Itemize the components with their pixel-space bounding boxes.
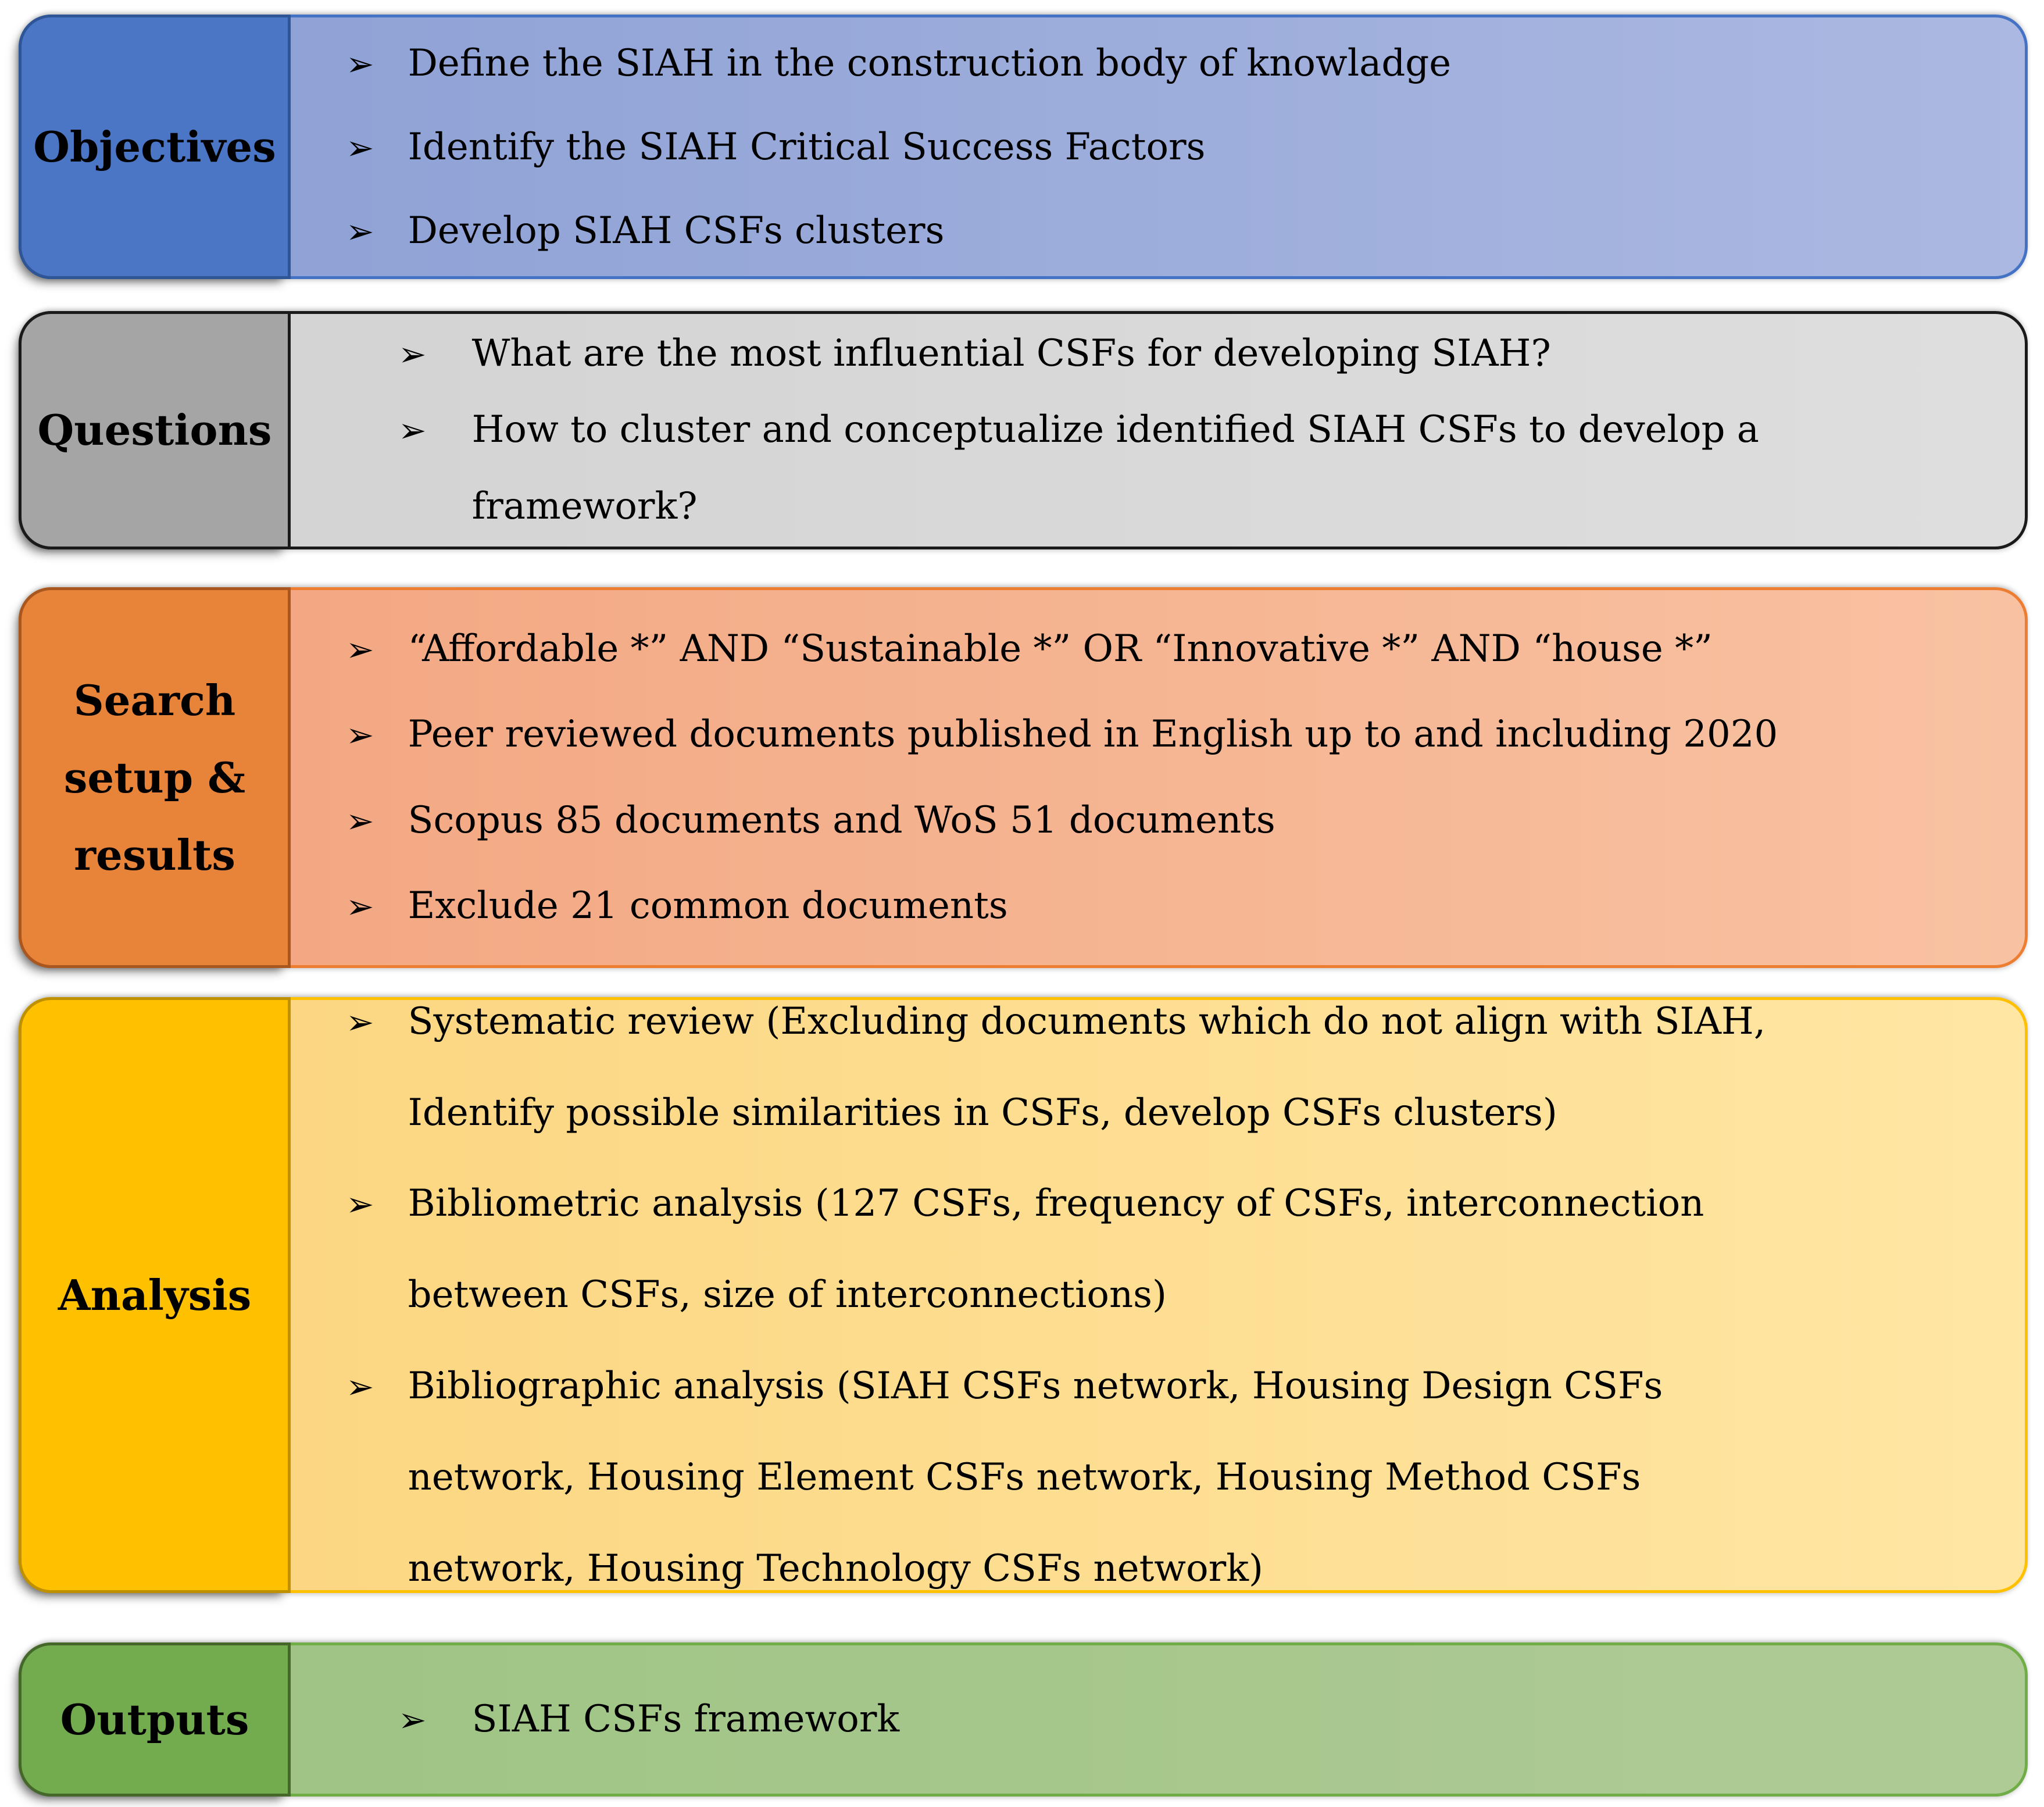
list-item: ➢ Systematic review (Excluding documents…: [346, 976, 2002, 1159]
list-item: ➢ Scopus 85 documents and WoS 51 documen…: [346, 778, 2002, 863]
arrow-bullet-icon: ➢: [346, 211, 374, 251]
list-item-text: What are the most influential CSFs for d…: [471, 332, 1551, 376]
list-item-text: Bibliometric analysis (127 CSFs, frequen…: [408, 1182, 1704, 1317]
list-item: ➢ Identify the SIAH Critical Success Fac…: [346, 105, 2002, 189]
arrow-bullet-icon: ➢: [346, 1366, 374, 1406]
arrow-bullet-icon: ➢: [398, 410, 427, 451]
list-item: ➢ SIAH CSFs framework: [398, 1690, 2002, 1749]
row-analysis: Analysis ➢ Systematic review (Excluding …: [19, 997, 2028, 1593]
list-item-text: Identify the SIAH Critical Success Facto…: [408, 125, 1206, 169]
row-label-text: Search setup & results: [63, 675, 246, 880]
list-item: ➢ What are the most influential CSFs for…: [398, 316, 2002, 392]
row-search-setup-results-label: Search setup & results: [19, 587, 291, 968]
list-item-text: How to cluster and conceptualize identif…: [471, 408, 1759, 528]
row-objectives-label: Objectives: [19, 15, 291, 279]
row-search-setup-results-content: ➢ “Affordable *” AND “Sustainable *” OR …: [291, 590, 2025, 965]
row-objectives-content: ➢ Define the SIAH in the construction bo…: [291, 17, 2025, 276]
list-item: ➢ Exclude 21 common documents: [346, 863, 2002, 949]
list-item: ➢ How to cluster and conceptualize ident…: [398, 392, 2002, 544]
arrow-bullet-icon: ➢: [346, 630, 374, 670]
list-item: ➢ “Affordable *” AND “Sustainable *” OR …: [346, 606, 2002, 692]
list-item-text: Bibliographic analysis (SIAH CSFs networ…: [408, 1364, 1663, 1590]
arrow-bullet-icon: ➢: [346, 127, 374, 167]
list-item-text: Systematic review (Excluding documents w…: [408, 999, 1766, 1134]
row-search-setup-results: Search setup & results ➢ “Affordable *” …: [19, 587, 2028, 968]
arrow-bullet-icon: ➢: [346, 801, 374, 841]
row-label-text: Analysis: [58, 1270, 252, 1320]
list-item: ➢ Develop SIAH CSFs clusters: [346, 189, 2002, 273]
list-item-text: Define the SIAH in the construction body…: [408, 41, 1452, 85]
row-questions-label: Questions: [19, 311, 291, 549]
row-objectives: Objectives ➢ Define the SIAH in the cons…: [19, 15, 2028, 279]
row-outputs-label: Outputs: [19, 1642, 291, 1797]
row-questions-content: ➢ What are the most influential CSFs for…: [291, 314, 2025, 547]
arrow-bullet-icon: ➢: [346, 44, 374, 84]
row-label-text: Outputs: [60, 1694, 249, 1744]
arrow-bullet-icon: ➢: [398, 1700, 427, 1740]
row-label-text: Questions: [37, 405, 272, 455]
list-item: ➢ Define the SIAH in the construction bo…: [346, 22, 2002, 105]
list-item-text: Peer reviewed documents published in Eng…: [408, 713, 1778, 756]
list-item-text: Exclude 21 common documents: [408, 884, 1008, 927]
list-item: ➢ Peer reviewed documents published in E…: [346, 692, 2002, 777]
list-item-text: “Affordable *” AND “Sustainable *” OR “I…: [408, 627, 1713, 671]
list-item-text: Develop SIAH CSFs clusters: [408, 209, 945, 252]
arrow-bullet-icon: ➢: [346, 715, 374, 755]
row-analysis-label: Analysis: [19, 997, 291, 1593]
row-questions: Questions ➢ What are the most influentia…: [19, 311, 2028, 549]
arrow-bullet-icon: ➢: [346, 1184, 374, 1224]
list-item-text: SIAH CSFs framework: [471, 1698, 900, 1741]
arrow-bullet-icon: ➢: [346, 886, 374, 926]
list-item-text: Scopus 85 documents and WoS 51 documents: [408, 798, 1275, 842]
list-item: ➢ Bibliometric analysis (127 CSFs, frequ…: [346, 1158, 2002, 1341]
row-analysis-content: ➢ Systematic review (Excluding documents…: [291, 1000, 2025, 1590]
arrow-bullet-icon: ➢: [346, 1002, 374, 1042]
list-item: ➢ Bibliographic analysis (SIAH CSFs netw…: [346, 1341, 2002, 1614]
row-outputs: Outputs ➢ SIAH CSFs framework: [19, 1642, 2028, 1797]
row-outputs-content: ➢ SIAH CSFs framework: [291, 1645, 2025, 1794]
arrow-bullet-icon: ➢: [398, 334, 427, 374]
row-label-text: Objectives: [33, 122, 276, 172]
